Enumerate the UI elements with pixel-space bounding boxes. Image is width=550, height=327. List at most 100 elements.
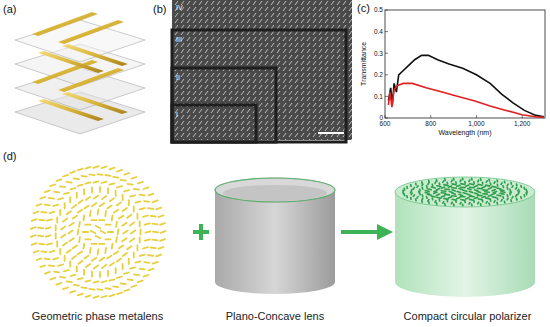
nanofin <box>441 187 444 188</box>
nanofin <box>69 238 73 241</box>
nanofin <box>63 288 68 290</box>
nanofin <box>421 201 423 203</box>
nanofin <box>463 193 467 194</box>
nanofin <box>55 225 57 230</box>
nanofin <box>478 199 482 200</box>
nanofin <box>71 188 76 189</box>
nanofin <box>83 231 88 233</box>
nanofin <box>73 245 77 248</box>
nanofin <box>477 202 480 204</box>
nanofin <box>156 208 161 210</box>
nanofin <box>419 189 421 191</box>
nanofin <box>475 193 478 194</box>
nanofin <box>56 241 58 246</box>
nanofin <box>437 186 441 187</box>
nanofin <box>452 190 455 191</box>
nanofin <box>128 259 130 264</box>
nanofin <box>31 227 36 229</box>
nanofin <box>446 200 448 202</box>
nanofin <box>102 182 107 183</box>
nanofin <box>130 239 134 242</box>
nanofin <box>428 183 429 185</box>
metalens-illustration <box>31 166 166 298</box>
nanofin <box>466 198 469 199</box>
nanofin <box>453 178 455 180</box>
nanofin <box>462 204 464 206</box>
nanofin <box>110 263 114 266</box>
nanofin <box>122 223 126 226</box>
nanofin <box>134 188 139 191</box>
nanofin <box>113 285 118 288</box>
panel-label: (a) <box>3 3 16 15</box>
nanofin <box>70 291 75 293</box>
nanofin <box>138 281 143 283</box>
nanofin <box>507 198 508 200</box>
nanofin <box>462 178 464 180</box>
tick <box>385 74 388 75</box>
nanofin <box>413 195 414 197</box>
nanofin <box>516 188 517 190</box>
nanofin <box>431 187 435 188</box>
nanofin <box>516 184 518 186</box>
nanofin <box>452 187 457 189</box>
tick <box>385 10 388 11</box>
nanofin <box>121 282 126 285</box>
nanofin <box>421 195 423 197</box>
nanofin <box>445 194 450 196</box>
nanofin <box>460 186 465 188</box>
nanofin <box>512 186 513 188</box>
nanofin <box>160 239 165 241</box>
tick <box>430 115 431 118</box>
nanofin <box>131 285 136 287</box>
nanofin <box>110 198 114 201</box>
nanofin <box>470 187 475 189</box>
nanofin <box>139 221 141 226</box>
nanofin <box>523 187 525 189</box>
nanofin <box>470 183 474 186</box>
nanofin <box>466 185 469 186</box>
nanofin <box>134 273 139 276</box>
nanofin <box>122 238 126 241</box>
nanofin <box>482 196 485 197</box>
nanofin <box>151 247 156 249</box>
tick-label: 1,200 <box>514 120 530 127</box>
nanofin <box>457 185 460 186</box>
nanofin <box>461 183 465 185</box>
panel-label: (c) <box>357 2 370 14</box>
nanofin <box>453 204 455 206</box>
nanofin <box>501 192 505 193</box>
nanofin <box>84 206 88 209</box>
nanofin <box>111 244 113 249</box>
nanofin <box>133 252 135 257</box>
nanofin <box>497 195 501 196</box>
nanofin <box>486 198 490 199</box>
nanofin <box>71 275 76 276</box>
nanofin <box>460 196 465 198</box>
nanofin <box>473 182 475 184</box>
nanofin <box>32 219 37 221</box>
sem-image <box>172 0 352 142</box>
nanofin <box>509 193 511 195</box>
nanofin <box>107 188 109 193</box>
nanofin <box>78 200 82 203</box>
nanofin <box>96 236 101 238</box>
nanofin <box>444 179 446 181</box>
nanofin <box>136 245 138 250</box>
nanofin <box>69 197 71 202</box>
nanofin <box>436 203 438 205</box>
nanofin <box>517 189 520 191</box>
nanofin <box>49 197 54 200</box>
nanofin <box>444 185 448 186</box>
nanofin <box>493 182 495 184</box>
nanofin <box>492 186 496 189</box>
plano-concave-lens <box>215 178 335 294</box>
nanofin <box>431 196 435 197</box>
nanofin <box>121 179 126 182</box>
nanofin <box>437 197 441 198</box>
nanofin <box>144 261 149 264</box>
nanofin <box>78 237 81 242</box>
nanofin <box>130 222 134 225</box>
nanofin <box>106 238 111 240</box>
nanofin <box>431 184 433 186</box>
nanofin <box>520 186 522 188</box>
